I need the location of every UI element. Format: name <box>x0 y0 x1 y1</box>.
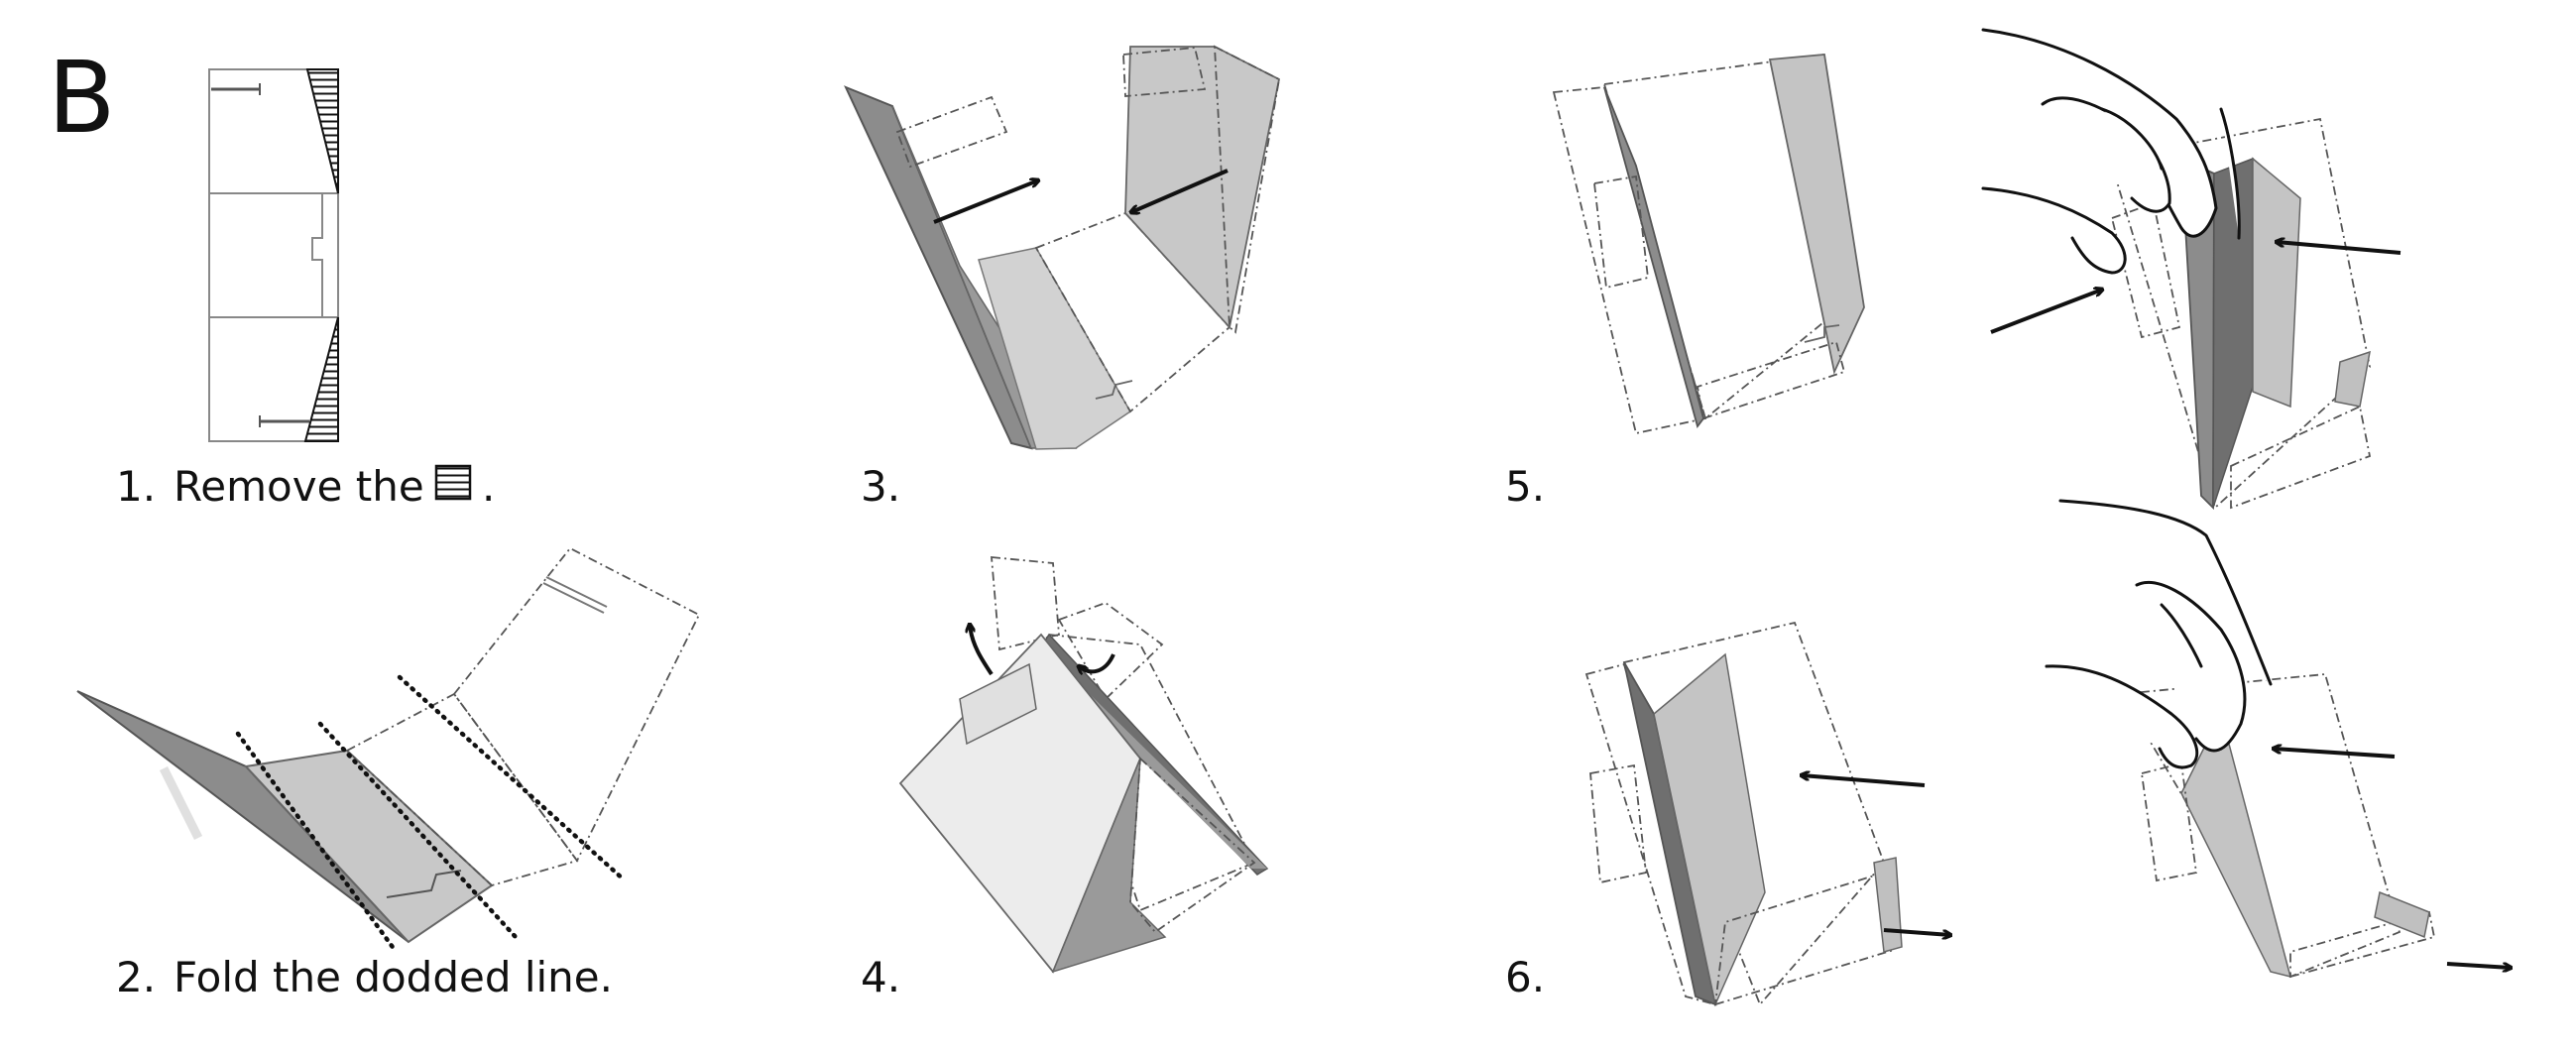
step2-text: Fold the dodded line. <box>174 953 613 1001</box>
step4-number: 4. <box>861 953 900 1001</box>
hand-thumb <box>2045 664 2199 769</box>
step2-number: 2. <box>116 953 156 1001</box>
hatched-removal-area-top <box>305 68 339 194</box>
step3-number: 3. <box>861 462 900 511</box>
step5-number: 5. <box>1505 462 1545 511</box>
hatch-icon <box>434 464 472 501</box>
step1-text: Remove the <box>174 462 424 511</box>
panel-letter: B <box>48 40 116 156</box>
step1-number: 1. <box>116 462 156 511</box>
step3-box-partial-fold <box>844 45 1281 450</box>
hand-thumb-left <box>1981 186 2127 275</box>
step5-caption: 5. <box>1505 462 1545 511</box>
hand-fingers <box>2135 580 2247 753</box>
step2-caption: 2. Fold the dodded line. <box>116 953 613 1001</box>
step2-folding-sheet <box>76 546 701 953</box>
step6-box-held <box>2045 499 2511 979</box>
hatched-removal-area-bottom <box>303 316 339 442</box>
step4-box-tent <box>898 556 1269 974</box>
step1-caption: 1. Remove the . <box>116 462 495 511</box>
step5-box-held <box>1981 28 2401 511</box>
step4-caption: 4. <box>861 953 900 1001</box>
step6-number: 6. <box>1505 953 1545 1001</box>
step1-flat-template <box>208 68 339 442</box>
step3-caption: 3. <box>861 462 900 511</box>
step6-box-pushing <box>1584 621 1950 1007</box>
step6-caption: 6. <box>1505 953 1545 1001</box>
hand-left <box>1981 28 2218 238</box>
step5-box-folded <box>1552 53 1865 435</box>
step1-suffix: . <box>482 462 495 511</box>
